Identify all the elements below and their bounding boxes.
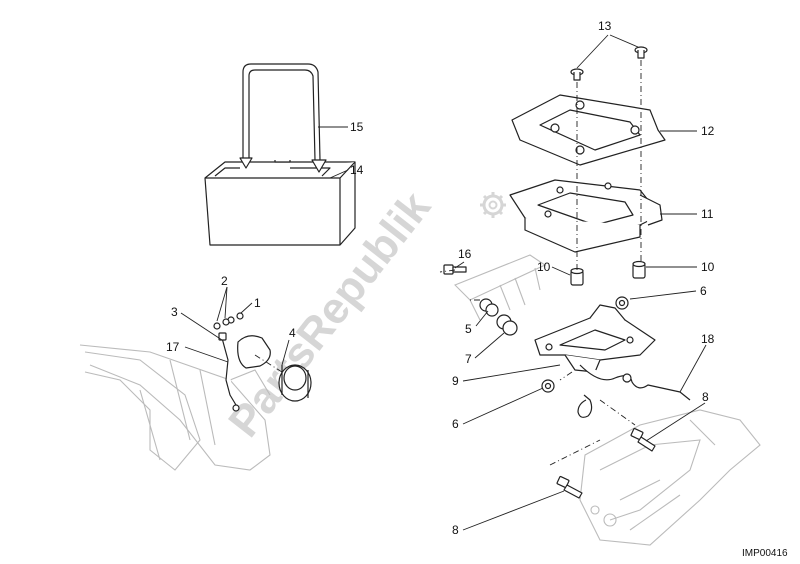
spacer-10b bbox=[632, 260, 646, 279]
bolt-8-lower bbox=[556, 475, 583, 499]
callout-13: 13 bbox=[598, 19, 612, 33]
drawing-code: IMP00416 bbox=[742, 548, 788, 559]
callout-15: 15 bbox=[350, 120, 364, 134]
spacer-10a bbox=[570, 267, 584, 286]
callout-9: 9 bbox=[452, 374, 459, 388]
callout-4: 4 bbox=[289, 326, 296, 340]
callout-12: 12 bbox=[701, 124, 715, 138]
bracket-9 bbox=[534, 304, 656, 373]
callout-18: 18 bbox=[701, 332, 715, 346]
frame-outline-right bbox=[579, 409, 761, 546]
callout-7: 7 bbox=[465, 352, 472, 366]
screw-13a bbox=[570, 68, 584, 81]
callout-3: 3 bbox=[171, 305, 178, 319]
bolt-8-upper bbox=[630, 427, 656, 452]
callout-1: 1 bbox=[254, 296, 261, 310]
battery-tray bbox=[509, 179, 663, 253]
callout-labels: 13 15 14 12 11 16 10 10 6 2 1 3 4 5 17 7… bbox=[166, 19, 715, 537]
callout-16: 16 bbox=[458, 247, 472, 261]
callout-17: 17 bbox=[166, 340, 180, 354]
callout-8-lower: 8 bbox=[452, 523, 459, 537]
callout-2: 2 bbox=[221, 274, 228, 288]
grommet-6-upper bbox=[615, 296, 629, 310]
relay-4 bbox=[237, 335, 312, 402]
callout-10-left: 10 bbox=[537, 260, 551, 274]
battery-cover bbox=[511, 94, 666, 166]
callout-10-right: 10 bbox=[701, 260, 715, 274]
cable-17 bbox=[213, 312, 244, 412]
bolt-16 bbox=[443, 264, 467, 275]
gear-icon bbox=[480, 192, 506, 218]
battery-strap bbox=[239, 63, 327, 173]
battery bbox=[204, 154, 356, 246]
screw-13b bbox=[634, 46, 648, 59]
callout-6-lower: 6 bbox=[452, 417, 459, 431]
callout-14: 14 bbox=[350, 163, 364, 177]
grommet-7 bbox=[496, 314, 518, 336]
frame-outline-left bbox=[79, 344, 271, 471]
callout-8-upper: 8 bbox=[702, 390, 709, 404]
callout-6-upper: 6 bbox=[700, 284, 707, 298]
frame-outline-mount bbox=[454, 254, 547, 321]
grommet-6-lower bbox=[541, 379, 555, 393]
assembly-lines bbox=[254, 60, 642, 466]
grommet-5 bbox=[479, 298, 499, 317]
spring-18 bbox=[577, 364, 691, 418]
callout-11: 11 bbox=[701, 207, 714, 221]
callout-5: 5 bbox=[465, 322, 472, 336]
leader-lines bbox=[180, 34, 707, 531]
